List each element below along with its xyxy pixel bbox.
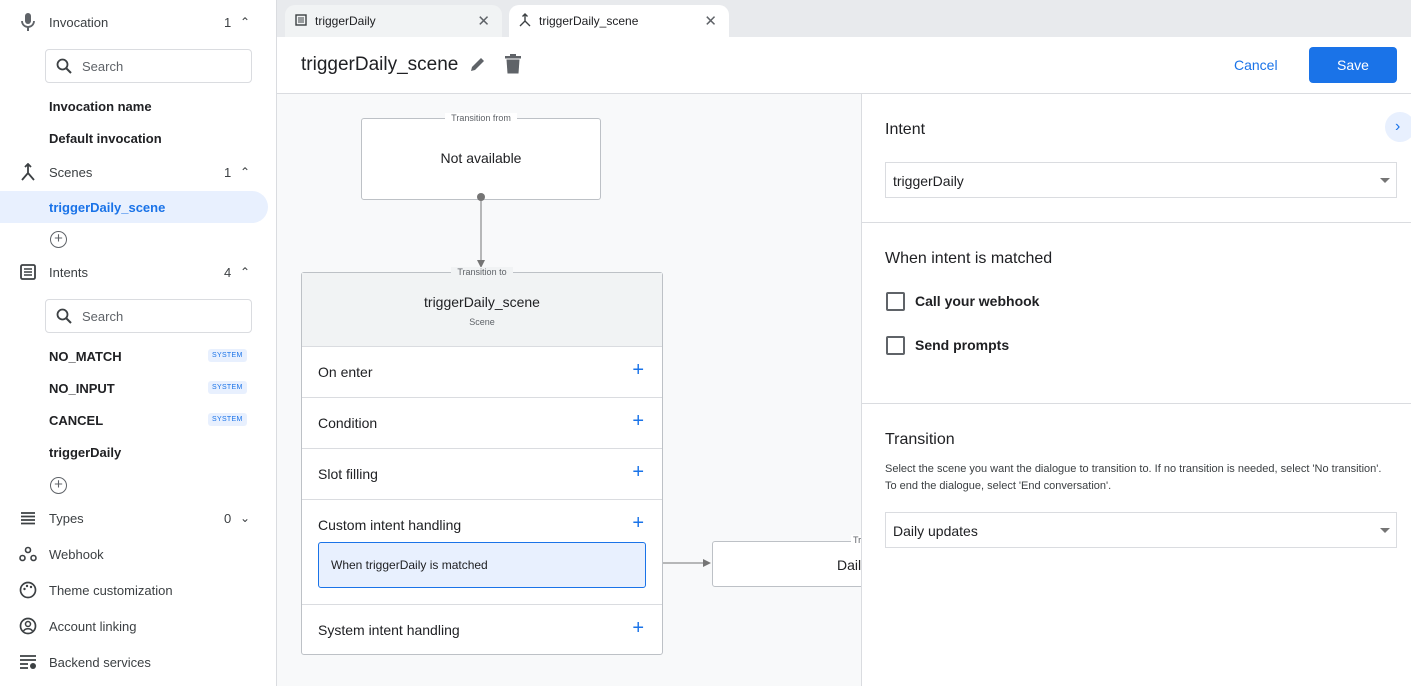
- sidebar-section-invocation[interactable]: Invocation 1 ⌃: [0, 7, 276, 37]
- chevron-up-icon[interactable]: ⌃: [240, 15, 251, 29]
- tab-triggerDaily[interactable]: triggerDaily ✕: [285, 5, 502, 37]
- call-webhook-checkbox[interactable]: [886, 292, 905, 311]
- add-icon[interactable]: +: [632, 461, 644, 483]
- palette-icon: [18, 580, 38, 600]
- intent-config-panel: › Intent triggerDaily When intent is mat…: [861, 94, 1411, 686]
- intent-handler-item[interactable]: When triggerDaily is matched: [318, 542, 646, 588]
- row-slot-filling[interactable]: Slot filling+: [302, 448, 662, 499]
- tab-triggerDaily-scene[interactable]: triggerDaily_scene ✕: [509, 5, 729, 37]
- scene-card-header: Transition to triggerDaily_scene Scene: [302, 267, 662, 346]
- backend-services-icon: [18, 652, 38, 672]
- sidebar-item-default-invocation[interactable]: Default invocation: [49, 131, 162, 146]
- intents-search-input[interactable]: Search: [45, 299, 252, 333]
- dropdown-arrow-icon: [1380, 528, 1390, 533]
- system-badge: SYSTEM: [208, 413, 247, 426]
- edit-icon[interactable]: [469, 55, 487, 78]
- add-icon[interactable]: +: [632, 617, 644, 639]
- delete-icon[interactable]: [505, 54, 521, 79]
- types-icon: [18, 508, 38, 528]
- row-custom-intent-handling[interactable]: Custom intent handling+ When triggerDail…: [302, 499, 662, 604]
- sidebar-item-intent[interactable]: NO_INPUT: [49, 381, 115, 396]
- collapse-panel-button[interactable]: ›: [1385, 112, 1411, 142]
- transition-target-box[interactable]: Tr Dail: [712, 535, 861, 587]
- row-on-enter[interactable]: On enter+: [302, 346, 662, 397]
- sidebar-item-backend-services[interactable]: Backend services: [0, 647, 276, 677]
- save-button[interactable]: Save: [1309, 47, 1397, 83]
- chevron-down-icon[interactable]: ⌄: [240, 511, 251, 525]
- add-intent-button[interactable]: +: [50, 477, 67, 494]
- webhook-icon: [18, 544, 38, 564]
- sidebar-item-account-linking[interactable]: Account linking: [0, 611, 276, 641]
- intent-icon: [295, 14, 307, 29]
- transition-from-box: Transition from Not available: [361, 113, 601, 200]
- sidebar-item-webhook[interactable]: Webhook: [0, 539, 276, 569]
- add-icon[interactable]: +: [632, 512, 644, 534]
- add-icon[interactable]: +: [632, 359, 644, 381]
- sidebar-item-intent[interactable]: NO_MATCH: [49, 349, 122, 364]
- sidebar-section-types[interactable]: Types 0 ⌄: [0, 503, 276, 533]
- add-scene-button[interactable]: +: [50, 231, 67, 248]
- invocation-search-input[interactable]: Search: [45, 49, 252, 83]
- close-icon[interactable]: ✕: [704, 13, 717, 30]
- sidebar: Invocation 1 ⌃ Search Invocation name De…: [0, 0, 277, 686]
- sidebar-item-invocation-name[interactable]: Invocation name: [49, 99, 152, 114]
- send-prompts-checkbox[interactable]: [886, 336, 905, 355]
- sidebar-item-scene-selected[interactable]: triggerDaily_scene: [0, 191, 268, 223]
- page-title: triggerDaily_scene: [301, 54, 459, 75]
- chevron-up-icon[interactable]: ⌃: [240, 165, 251, 179]
- flow-canvas[interactable]: Transition from Not available Transition…: [277, 94, 861, 686]
- system-badge: SYSTEM: [208, 349, 247, 362]
- add-icon[interactable]: +: [632, 410, 644, 432]
- sidebar-section-intents[interactable]: Intents 4 ⌃: [0, 257, 276, 287]
- sidebar-section-scenes[interactable]: Scenes 1 ⌃: [0, 157, 276, 187]
- dropdown-arrow-icon: [1380, 178, 1390, 183]
- intent-icon: [18, 262, 38, 282]
- system-badge: SYSTEM: [208, 381, 247, 394]
- transition-select[interactable]: Daily updates: [885, 512, 1397, 548]
- sidebar-item-intent[interactable]: CANCEL: [49, 413, 104, 428]
- scene-icon: [18, 162, 38, 182]
- account-circle-icon: [18, 616, 38, 636]
- page-header: triggerDaily_scene Cancel Save: [277, 37, 1411, 94]
- close-icon[interactable]: ✕: [477, 13, 490, 30]
- search-icon: [56, 58, 72, 74]
- cancel-button[interactable]: Cancel: [1234, 57, 1278, 73]
- microphone-icon: [18, 12, 38, 32]
- search-icon: [56, 308, 72, 324]
- sidebar-item-theme[interactable]: Theme customization: [0, 575, 276, 605]
- sidebar-item-intent[interactable]: triggerDaily: [49, 445, 122, 460]
- chevron-up-icon[interactable]: ⌃: [240, 265, 251, 279]
- scene-icon: [519, 13, 531, 30]
- row-system-intent-handling[interactable]: System intent handling+: [302, 604, 662, 655]
- tab-bar: triggerDaily ✕ triggerDaily_scene ✕: [277, 0, 1411, 37]
- row-condition[interactable]: Condition+: [302, 397, 662, 448]
- chevron-right-icon: ›: [1395, 118, 1401, 135]
- scene-card: Transition to triggerDaily_scene Scene O…: [301, 267, 663, 655]
- intent-select[interactable]: triggerDaily: [885, 162, 1397, 198]
